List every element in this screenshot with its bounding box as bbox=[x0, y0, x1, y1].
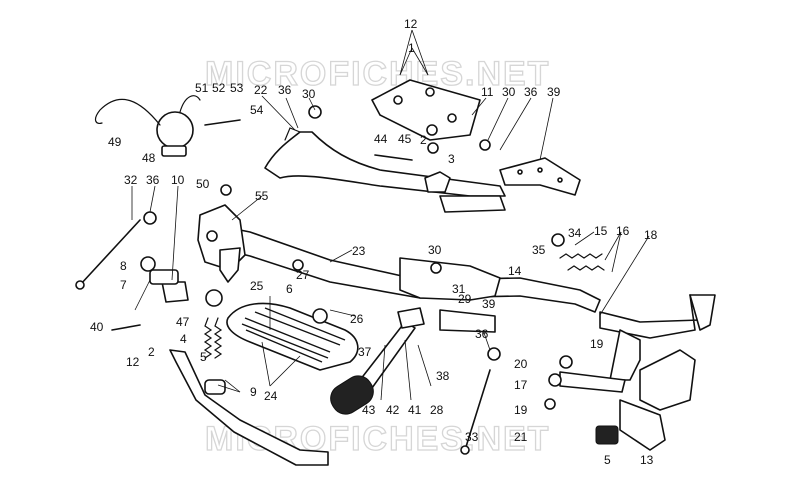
callout-16: 16 bbox=[616, 224, 630, 238]
lower-frame-tube bbox=[199, 221, 601, 333]
callout-36d: 36 bbox=[475, 327, 489, 341]
callout-29: 29 bbox=[458, 292, 472, 306]
callout-47: 47 bbox=[176, 315, 190, 329]
left-bracket-assembly bbox=[197, 184, 246, 283]
callout-42: 42 bbox=[386, 403, 400, 417]
right-bracket bbox=[499, 157, 581, 196]
washers-nuts bbox=[140, 105, 619, 445]
callout-8: 8 bbox=[120, 259, 127, 273]
callout-48: 48 bbox=[142, 151, 156, 165]
callout-5b: 5 bbox=[604, 453, 611, 467]
top-plate bbox=[371, 79, 481, 141]
callout-38: 38 bbox=[436, 369, 450, 383]
callout-9: 9 bbox=[250, 385, 257, 399]
callout-44: 44 bbox=[374, 132, 388, 146]
callout-45: 45 bbox=[398, 132, 412, 146]
callout-31: 31 bbox=[452, 282, 466, 296]
callout-11: 11 bbox=[481, 85, 494, 99]
footboard bbox=[226, 302, 359, 371]
callout-2a: 2 bbox=[420, 133, 427, 147]
callout-3: 3 bbox=[448, 152, 455, 166]
callout-5a: 5 bbox=[200, 350, 207, 364]
callout-36b: 36 bbox=[278, 83, 292, 97]
callout-21: 21 bbox=[514, 430, 528, 444]
callout-33: 33 bbox=[465, 430, 479, 444]
callout-37: 37 bbox=[358, 345, 372, 359]
callout-24: 24 bbox=[264, 389, 278, 403]
callout-10: 10 bbox=[171, 173, 185, 187]
callout-36a: 36 bbox=[524, 85, 538, 99]
right-footrest-assembly bbox=[559, 294, 716, 451]
callout-35: 35 bbox=[532, 243, 546, 257]
callout-19a: 19 bbox=[590, 337, 604, 351]
callout-32: 32 bbox=[124, 173, 138, 187]
gear-shift-lever bbox=[330, 307, 425, 415]
callout-30c: 30 bbox=[428, 243, 442, 257]
callout-15: 15 bbox=[594, 224, 608, 238]
callout-12a: 12 bbox=[404, 17, 418, 31]
callout-28: 28 bbox=[430, 403, 444, 417]
callout-41: 41 bbox=[408, 403, 422, 417]
bolts bbox=[75, 119, 491, 455]
callout-22: 22 bbox=[254, 83, 268, 97]
callout-26: 26 bbox=[350, 312, 364, 326]
watermark-top: MICROFICHES.NET bbox=[205, 55, 550, 93]
callout-55: 55 bbox=[255, 189, 269, 203]
callout-43: 43 bbox=[362, 403, 376, 417]
callout-18: 18 bbox=[644, 228, 658, 242]
callout-14: 14 bbox=[508, 264, 522, 278]
callout-49: 49 bbox=[108, 135, 122, 149]
callout-23: 23 bbox=[352, 244, 366, 258]
callout-40: 40 bbox=[90, 320, 104, 334]
callout-36c: 36 bbox=[146, 173, 160, 187]
callout-19b: 19 bbox=[514, 403, 528, 417]
callout-39a: 39 bbox=[547, 85, 561, 99]
springs bbox=[203, 253, 605, 359]
callout-1: 1 bbox=[408, 41, 415, 55]
callout-50: 50 bbox=[196, 177, 210, 191]
leader-lines bbox=[131, 29, 650, 401]
upper-frame-tube bbox=[264, 127, 506, 213]
callout-27: 27 bbox=[296, 268, 310, 282]
callout-53: 53 bbox=[230, 81, 244, 95]
callout-4: 4 bbox=[180, 332, 187, 346]
callout-54: 54 bbox=[250, 103, 264, 117]
sensor-gauge bbox=[94, 95, 201, 157]
callout-20: 20 bbox=[514, 357, 528, 371]
callout-12b: 12 bbox=[126, 355, 140, 369]
callout-17: 17 bbox=[514, 378, 528, 392]
callout-30b: 30 bbox=[302, 87, 316, 101]
callout-13: 13 bbox=[640, 453, 654, 467]
callout-51: 51 bbox=[195, 81, 209, 95]
callout-2b: 2 bbox=[148, 345, 155, 359]
callout-34: 34 bbox=[568, 226, 582, 240]
callout-25: 25 bbox=[250, 279, 264, 293]
callout-52: 52 bbox=[212, 81, 226, 95]
callout-39b: 39 bbox=[482, 297, 496, 311]
callout-6: 6 bbox=[286, 282, 293, 296]
callout-7: 7 bbox=[120, 278, 127, 292]
callout-labels: 12 1 2 3 11 30 36 39 44 45 51 52 53 54 2… bbox=[90, 17, 658, 467]
callout-30a: 30 bbox=[502, 85, 516, 99]
brake-pedal-lever bbox=[149, 269, 329, 466]
